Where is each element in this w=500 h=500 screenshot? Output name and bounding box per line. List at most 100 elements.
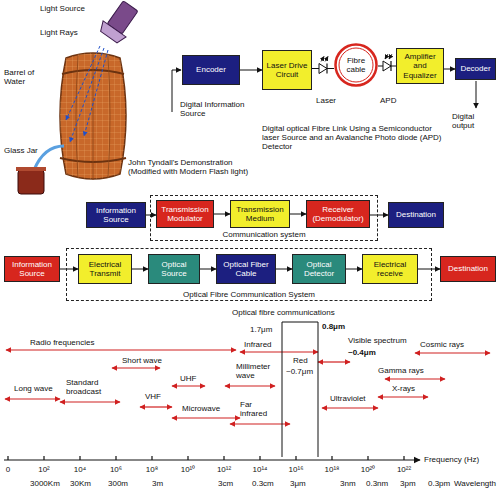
annotation: Red: [293, 356, 308, 365]
diode-triangle: [319, 64, 327, 74]
process-box: Encoder: [182, 55, 240, 85]
box-label: Electrical receive: [365, 260, 415, 278]
annotation: 0.3nm: [366, 479, 388, 488]
annotation: 10¹⁴: [253, 465, 268, 474]
box-label: Destination: [396, 210, 436, 219]
diode-bar: [390, 61, 391, 71]
annotation: 10¹⁸: [325, 465, 340, 474]
spectrum-ranges-part: [385, 378, 445, 379]
spectrum-ranges: [5, 350, 490, 424]
annotation: 0.3pm: [428, 479, 450, 488]
process-box: Destination: [440, 256, 496, 282]
annotation: Microwave: [182, 404, 220, 413]
annotation: 0: [6, 465, 10, 474]
annotation: 10⁸: [146, 465, 158, 474]
signal-connector: [132, 269, 148, 270]
box-label: Amplifier and Equalizer: [399, 52, 441, 80]
annotation: UHF: [180, 374, 196, 383]
annotation: Frequency (Hz): [424, 455, 479, 464]
light-rays: [66, 46, 108, 142]
spectrum-ranges-part: [230, 423, 290, 424]
annotation: 10²⁰: [361, 465, 376, 474]
photodiode-symbol: [383, 54, 392, 71]
annotation: 10⁴: [74, 465, 86, 474]
process-box: Receiver (Demodulator): [306, 200, 370, 228]
annotation: Gamma rays: [378, 366, 424, 375]
box-label: Transmission Modulator: [159, 205, 211, 223]
process-box: Electrical Transmit: [78, 254, 132, 284]
box-label: Optical Source: [151, 260, 197, 278]
annotation: 3000Km: [30, 479, 60, 488]
annotation: Standard broadcast: [66, 378, 112, 396]
input-output-lines-part: [172, 70, 181, 112]
annotation: Barrel of Water: [4, 68, 44, 86]
annotation: ~0.4μm: [348, 348, 376, 357]
frequency-axis-part: [8, 456, 404, 460]
annotation: Short wave: [122, 356, 162, 365]
light-emission-arrow: [389, 54, 392, 59]
optical-window-lines-part: [282, 322, 318, 323]
spectrum-ranges-part: [318, 361, 350, 362]
box-label: Optical Fiber Cable: [219, 260, 273, 278]
box-label: Receiver (Demodulator): [309, 205, 367, 223]
box-label: Encoder: [196, 65, 226, 74]
annotation: APD: [380, 96, 396, 105]
glass-jar-part: [16, 167, 46, 171]
spectrum-ranges-part: [240, 351, 318, 352]
process-box: Information Source: [4, 256, 60, 282]
box-label: Information Source: [89, 206, 143, 224]
process-box: Transmission Modulator: [156, 200, 214, 228]
signal-connector: [444, 69, 455, 70]
light-rays-part: [84, 50, 108, 136]
annotation: Digital Information Source: [180, 100, 252, 118]
light-rays-part: [66, 46, 100, 120]
flash-light: [97, 0, 142, 45]
laser-diode-symbol: [319, 57, 328, 74]
annotation: 10¹⁰: [181, 465, 196, 474]
fibre-loop-outline: [336, 45, 377, 86]
diode-triangle: [383, 61, 391, 71]
signal-connector: [418, 269, 440, 270]
annotation: Ultraviolet: [330, 394, 366, 403]
annotation: 10²: [38, 465, 50, 474]
annotation: Digital optical Fibre Link Using a Semic…: [262, 124, 447, 152]
signal-connector: [240, 70, 262, 71]
annotation: John Tyndall's Demonstration (Modified w…: [128, 158, 258, 176]
signal-connector: [214, 214, 230, 215]
spectrum-ranges-part: [225, 385, 275, 386]
optical-window-lines-part: [282, 322, 283, 457]
process-box: Destination: [388, 202, 444, 228]
annotation: 0.8μm: [322, 322, 345, 331]
flash-light-part: [97, 21, 126, 45]
annotation: 3cm: [218, 479, 233, 488]
annotation: 10²²: [397, 465, 411, 474]
box-label: Optical Detector: [295, 260, 343, 278]
diode-bar: [326, 64, 327, 74]
annotation: 10¹²: [217, 465, 231, 474]
box-label: Electrical Transmit: [81, 260, 129, 278]
annotation: Millimeter wave: [236, 362, 280, 380]
process-box: Optical Detector: [292, 254, 346, 284]
annotation: ~0.7μm: [286, 367, 313, 376]
annotation: Wavelength: [454, 479, 496, 488]
spectrum-ranges-part: [140, 406, 172, 407]
process-box: Optical Fiber Cable: [216, 254, 276, 284]
annotation: Infrared: [244, 340, 272, 349]
input-output-lines-part: [476, 81, 477, 108]
annotation: Radio frequencies: [30, 338, 94, 347]
annotation: Digital output: [452, 112, 496, 130]
system-label: Communication system: [151, 230, 377, 239]
signal-connector: [346, 269, 362, 270]
process-box: Optical Source: [148, 254, 200, 284]
annotation: Light Source: [40, 4, 85, 13]
annotation: 3nm: [340, 479, 356, 488]
signal-connector: [146, 215, 156, 216]
optical-window-lines: [282, 322, 318, 457]
process-box: Transmission Medium: [230, 200, 290, 228]
system-label: Optical Fibre Communication System: [67, 290, 431, 299]
frequency-axis: [4, 456, 420, 460]
barrel-part: [60, 53, 126, 179]
box-label: Decoder: [460, 64, 490, 73]
system-boundary: Optical Fibre Communication System Electr…: [66, 248, 432, 301]
annotation: 300m: [108, 479, 128, 488]
